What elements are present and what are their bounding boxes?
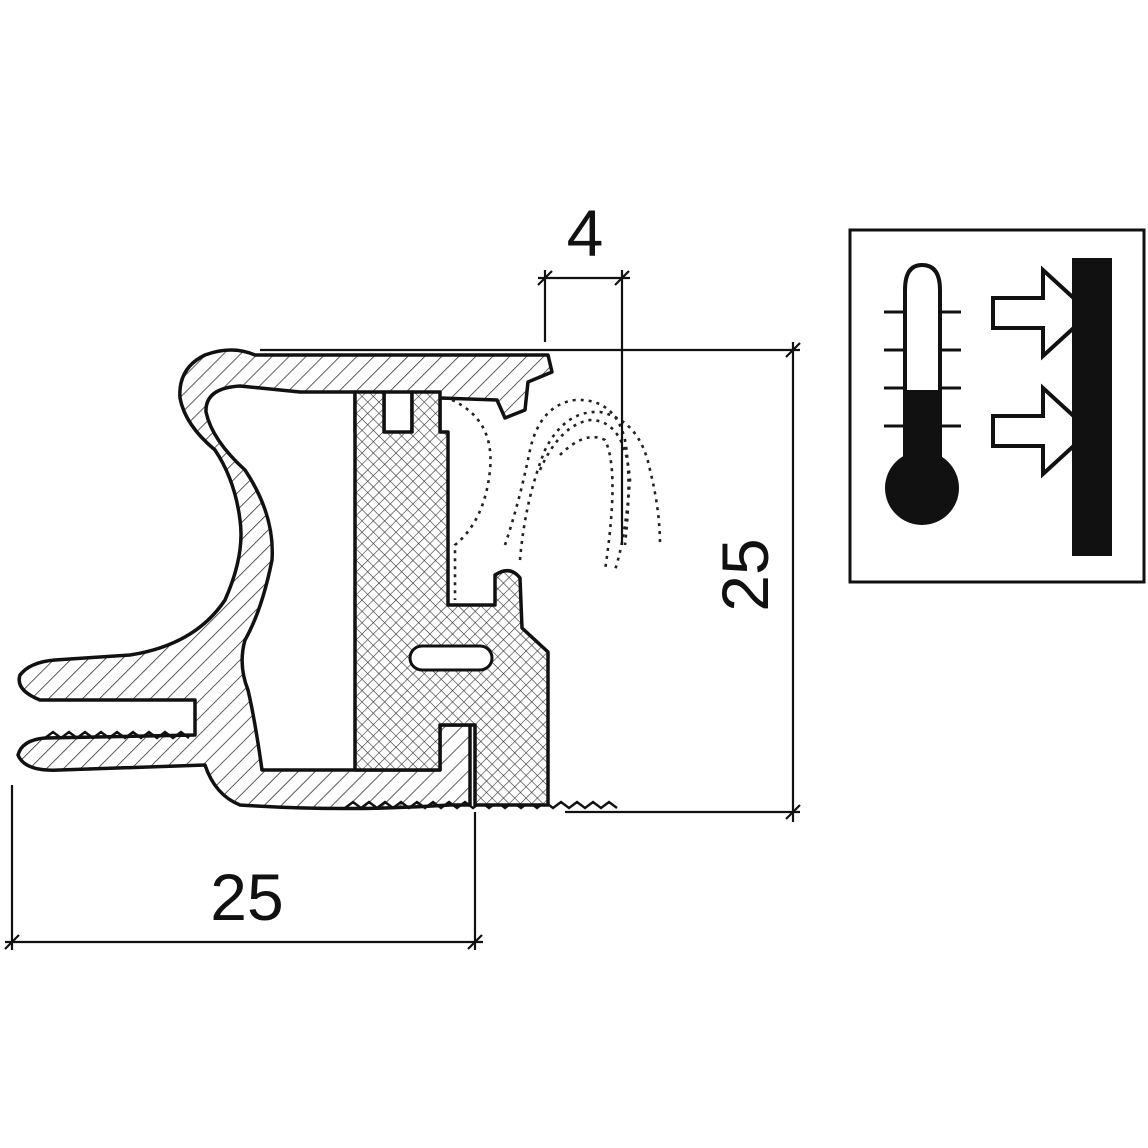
insert-slot [408, 644, 494, 672]
dimension-label-width: 25 [210, 860, 283, 934]
dimension-label-height: 25 [708, 538, 782, 611]
insulating-insert [353, 390, 550, 807]
wall-icon [1072, 258, 1112, 556]
heat-pictogram [848, 228, 1146, 584]
dimension-width [4, 785, 483, 950]
thread-teeth-fin [44, 730, 190, 740]
brush-seal [451, 398, 662, 600]
heat-arrow-icon [991, 383, 1093, 479]
aluminium-profile [16, 348, 554, 811]
dimension-label-top-gap: 4 [567, 196, 604, 270]
thermometer-icon [884, 262, 961, 525]
dimension-top-gap [537, 270, 630, 545]
dimension-height [260, 342, 801, 822]
heat-arrow-icon [991, 265, 1093, 361]
